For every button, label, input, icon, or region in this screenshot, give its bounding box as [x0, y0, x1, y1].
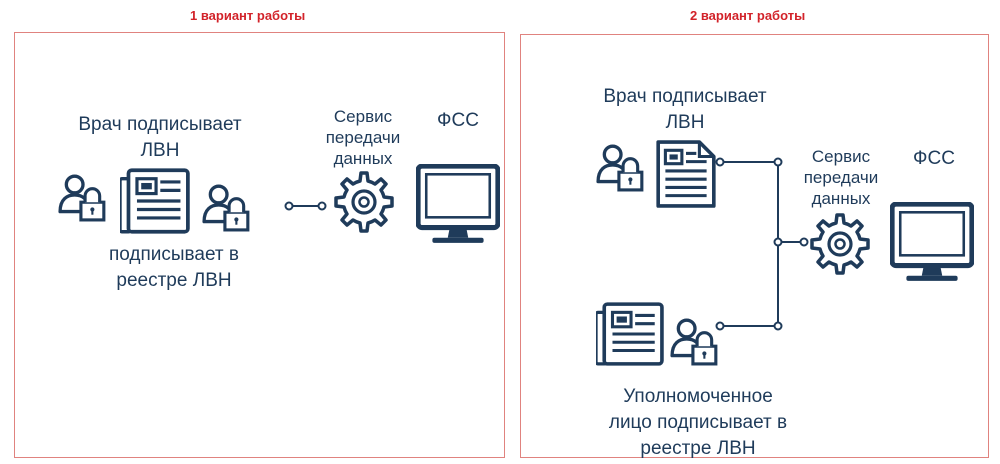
v2-doctor-label: Врач подписывает ЛВН	[590, 84, 780, 136]
variant-2-panel	[520, 34, 989, 458]
v2-monitor-icon	[890, 202, 974, 282]
v1-service-label-line1: Сервис	[333, 107, 393, 126]
v2-authorized-document-icon	[596, 302, 664, 366]
v2-doctor-lock-icon	[596, 142, 646, 192]
v1-monitor-icon	[416, 164, 500, 244]
v1-registry-label-line2: реестре ЛВН	[116, 270, 232, 291]
v2-authorized-label-line3: реестре ЛВН	[640, 438, 756, 459]
v1-doctor-label-line1: Врач подписывает	[78, 114, 242, 135]
v2-authorized-label-line1: Уполномоченное	[623, 386, 773, 407]
v1-doctor-label: Врач подписывает ЛВН	[60, 112, 260, 164]
variant-1-panel	[14, 32, 505, 458]
variant-2-title: 2 вариант работы	[690, 8, 806, 23]
v1-registry-label: подписывает в реестре ЛВН	[84, 242, 264, 294]
v2-authorized-label: Уполномоченное лицо подписывает в реестр…	[598, 384, 798, 462]
v1-fss-label: ФСС	[437, 110, 479, 131]
v2-doctor-label-line1: Врач подписывает	[603, 86, 767, 107]
v1-registry-label-line1: подписывает в	[108, 244, 240, 265]
v2-service-label-line1: Сервис	[811, 147, 871, 166]
document-stack-icon	[120, 168, 190, 234]
registrar-lock-icon	[202, 182, 252, 232]
v1-gear-icon	[328, 170, 400, 234]
v1-service-label-line3: данных	[333, 149, 393, 168]
v1-service-label-line2: передачи	[325, 128, 401, 147]
v2-authorized-label-line2: лицо подписывает в	[608, 412, 788, 433]
v1-doctor-label-line2: ЛВН	[140, 140, 180, 161]
v2-service-label-line3: данных	[811, 189, 871, 208]
v2-gear-icon	[804, 212, 876, 276]
v2-doctor-label-line2: ЛВН	[665, 112, 705, 133]
v1-connector-line	[284, 200, 328, 212]
v2-service-label-line2: передачи	[803, 168, 879, 187]
v2-fss-label: ФСС	[913, 148, 955, 169]
v1-service-label: Сервис передачи данных	[318, 106, 408, 169]
v2-service-label: Сервис передачи данных	[796, 146, 886, 209]
v2-document-icon	[656, 140, 716, 208]
variant-1-title: 1 вариант работы	[190, 8, 306, 23]
doctor-lock-icon	[58, 172, 108, 222]
v2-connector-lines	[712, 152, 812, 336]
